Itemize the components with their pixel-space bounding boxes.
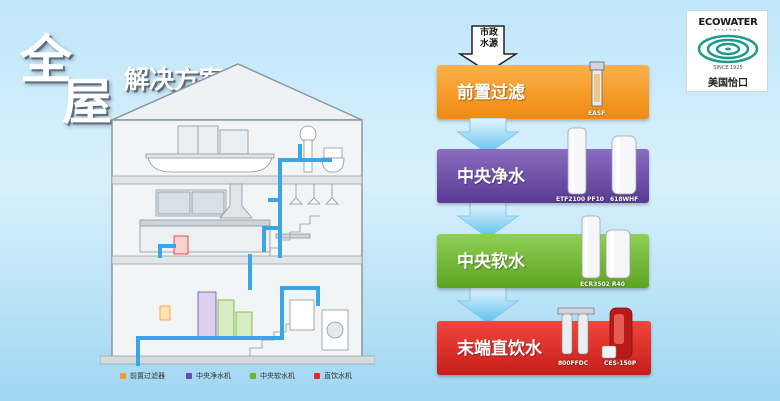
floor-mid (111, 255, 363, 265)
purifier-tank-icon (567, 127, 587, 195)
range-hood (219, 183, 253, 219)
softener-unit-2 (235, 311, 253, 339)
municipal-line-1: 市政 (479, 28, 498, 38)
water-pipes (136, 144, 332, 366)
kitchen-counter (139, 219, 271, 227)
ecowater-logo: ECOWATER SYSTEMS SINCE 1925 美国怡口 (686, 10, 768, 92)
water-heater (289, 299, 315, 331)
municipal-source-arrow (457, 25, 519, 73)
kitchen (139, 183, 339, 256)
bath-shelf (219, 129, 249, 155)
product-label-618whf: 618WHF (610, 196, 639, 203)
product-label-ces150p: CES-150P (604, 360, 637, 367)
dining-table (275, 233, 311, 239)
municipal-source-label: 市政 水源 (474, 28, 504, 50)
legend-label: 中央净水机 (196, 372, 231, 380)
municipal-line-2: 水源 (479, 39, 498, 49)
logo-since: SINCE 1925 (713, 65, 743, 71)
flow-arrow-1 (456, 118, 520, 154)
house-roof (111, 63, 363, 121)
legend-label: 中央软水机 (260, 372, 295, 380)
purifier-cabinet-icon (611, 135, 637, 195)
logo-swirl-icon (697, 34, 759, 64)
water-dispenser-icon (601, 307, 633, 359)
pendant-lights (289, 184, 339, 205)
stage-label: 前置过滤 (457, 83, 525, 103)
bathtub (147, 155, 273, 173)
house-illustration (100, 63, 375, 366)
product-label-ecr3502: ECR3502 R40 (580, 281, 625, 288)
product-label-800ffdc: 800FFDC (558, 360, 589, 367)
legend-swatch-green (250, 373, 256, 379)
legend: 前置过滤器 中央净水机 中央软水机 直饮水机 (120, 370, 380, 384)
softener-tank-icon (581, 215, 601, 279)
sink-stand (303, 139, 313, 173)
stage-label: 中央软水 (457, 252, 525, 272)
title-char-2: 屋 (62, 73, 112, 131)
legend-swatch-red (314, 373, 320, 379)
flow-arrow-2 (456, 202, 520, 238)
legend-swatch-purple (186, 373, 192, 379)
title-char-1: 全 (20, 31, 73, 91)
product-label-etf2100: ETF2100 PF10 (556, 196, 604, 203)
stage-label: 末端直饮水 (457, 339, 542, 359)
easf-filter-icon (589, 61, 605, 107)
legend-item-prefilter: 前置过滤器 (120, 370, 165, 382)
legend-item-drinking: 直饮水机 (314, 370, 352, 382)
floor-ground (100, 355, 375, 365)
legend-label: 直饮水机 (324, 372, 352, 380)
bathroom (145, 125, 345, 173)
flow-arrow-3 (456, 287, 520, 323)
legend-item-softener: 中央软水机 (250, 370, 295, 382)
undersink-filter-icon (557, 307, 595, 355)
floor-top (111, 175, 363, 185)
legend-label: 前置过滤器 (130, 372, 165, 380)
prefilter-unit (159, 305, 171, 321)
stage-label: 中央净水 (457, 167, 525, 187)
purifier-unit (197, 291, 217, 339)
drinking-unit (173, 235, 189, 255)
staircase (269, 215, 320, 256)
toilet-tank (323, 147, 343, 159)
logo-brand: ECOWATER (698, 17, 758, 28)
legend-item-purifier: 中央净水机 (186, 370, 231, 382)
stage-banner-prefilter: 前置过滤 (437, 65, 649, 119)
legend-swatch-orange (120, 373, 126, 379)
softener-unit-1 (217, 299, 235, 339)
logo-cn: 美国怡口 (708, 78, 748, 89)
product-label-easf: EASF (588, 110, 606, 117)
softener-brine-icon (605, 229, 631, 279)
logo-brand-sub: SYSTEMS (714, 28, 742, 32)
